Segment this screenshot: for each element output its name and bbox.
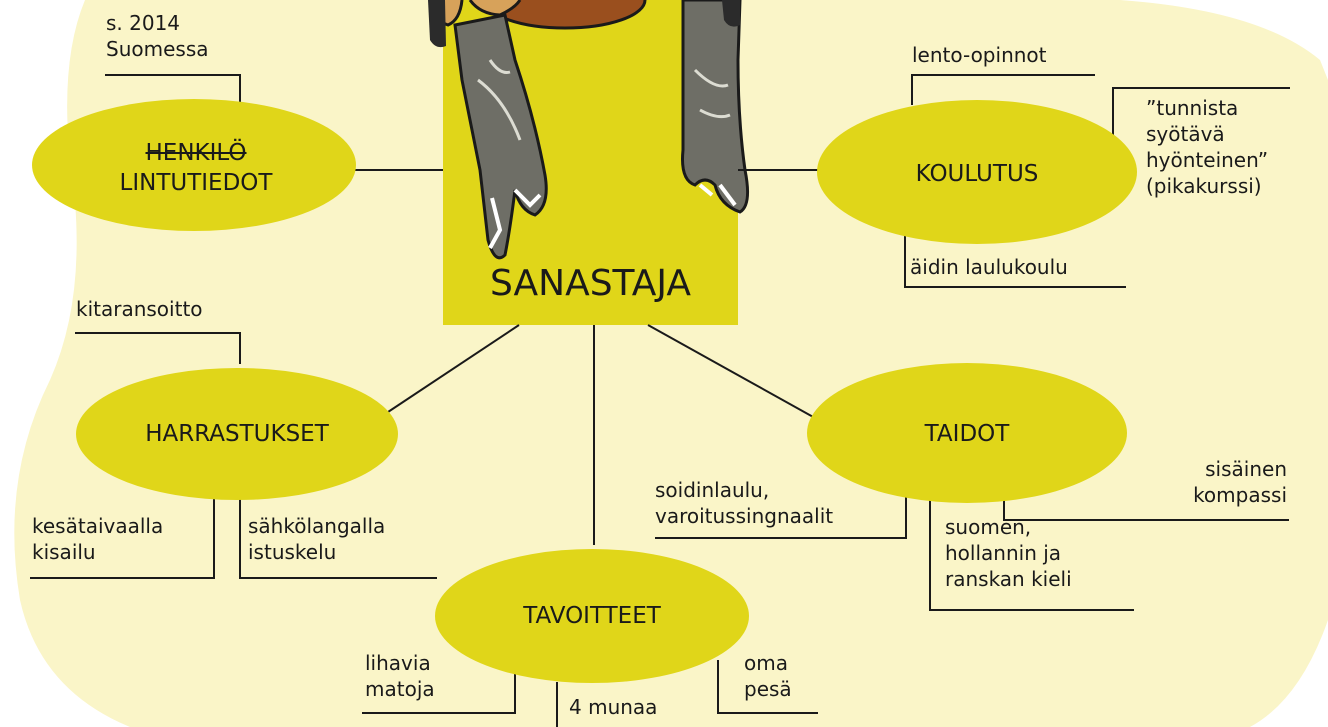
node-ovals bbox=[32, 99, 1137, 683]
note-syntyma: s. 2014 Suomessa bbox=[106, 11, 209, 61]
bird-illustration bbox=[428, 0, 750, 260]
note-tunnista: ”tunnista syötävä hyönteinen” (pikakurss… bbox=[1146, 96, 1269, 198]
note-kompassi: sisäinen kompassi bbox=[1193, 457, 1287, 507]
oval-tavoitteet bbox=[435, 549, 749, 683]
right-boot bbox=[681, 0, 750, 214]
node-henkilo: HENKILÖ LINTUTIEDOT bbox=[120, 138, 273, 198]
connectors bbox=[30, 74, 1290, 727]
node-henkilo-label: LINTUTIEDOT bbox=[119, 170, 273, 196]
oval-taidot bbox=[807, 363, 1127, 503]
note-laulukoulu: äidin laulukoulu bbox=[910, 255, 1068, 279]
node-harrastukset: HARRASTUKSET bbox=[145, 421, 329, 447]
note-kitaransoitto: kitaransoitto bbox=[76, 297, 203, 321]
note-soidinlaulu: soidinlaulu, varoitussingnaalit bbox=[655, 478, 834, 528]
note-lento-opinnot: lento-opinnot bbox=[912, 43, 1047, 67]
oval-koulutus bbox=[817, 100, 1137, 244]
note-kesataivaalla: kesätaivaalla kisailu bbox=[32, 514, 164, 564]
center-label: SANASTAJA bbox=[490, 263, 691, 304]
note-pesa: oma pesä bbox=[744, 651, 792, 701]
oval-henkilo bbox=[32, 99, 356, 231]
note-kielet: suomen, hollannin ja ranskan kieli bbox=[945, 515, 1072, 591]
oval-harrastukset bbox=[76, 368, 398, 500]
node-koulutus: KOULUTUS bbox=[915, 161, 1039, 187]
node-taidot: TAIDOT bbox=[924, 421, 1010, 447]
node-henkilo-struck-label: HENKILÖ bbox=[145, 140, 247, 166]
note-madot: lihavia matoja bbox=[365, 651, 435, 701]
node-tavoitteet: TAVOITTEET bbox=[523, 603, 661, 629]
note-sahkolangalla: sähkölangalla istuskelu bbox=[248, 514, 386, 564]
note-munat: 4 munaa bbox=[569, 695, 658, 719]
